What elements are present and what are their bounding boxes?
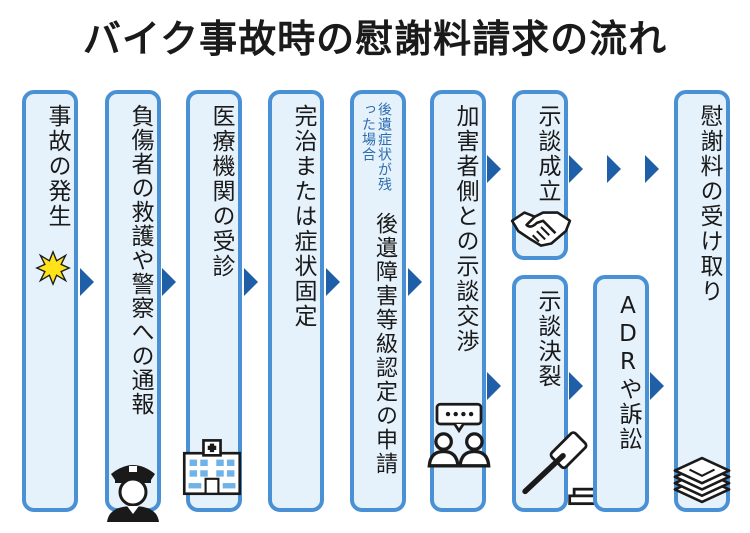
step-disability-note: 後遺症状が残った場合 (360, 102, 392, 192)
flow-arrow-4 (326, 268, 340, 296)
step-adr-lawsuit: ADRや訴訟 (593, 275, 649, 512)
flow-arrow-7a-3 (645, 155, 659, 183)
step-settlement-failed-label: 示談決裂 (534, 289, 560, 389)
step-receive-compensation-label: 慰謝料の受け取り (696, 104, 722, 304)
flow-arrow-7a-2 (607, 155, 621, 183)
step-settlement-failed: 示談決裂 (512, 275, 609, 512)
flow-arrow-1 (80, 268, 94, 296)
step-receive-compensation: 慰謝料の受け取り (673, 90, 731, 512)
step-disability-certification: 後遺症状が残った場合 後遺障害等級認定の申請 (350, 90, 406, 512)
flow-arrow-6a (487, 155, 501, 183)
step-accident-label: 事故の発生 (44, 104, 70, 229)
flow-arrow-7b (569, 372, 583, 400)
money-stack-icon (673, 456, 731, 504)
negotiation-icon (427, 402, 491, 468)
flow-arrow-2 (162, 268, 176, 296)
explosion-icon (35, 249, 71, 287)
step-recovery: 完治または症状固定 (268, 90, 324, 512)
flow-arrow-3 (244, 268, 258, 296)
step-disability-certification-label: 後遺障害等級認定の申請 (372, 212, 397, 476)
step-negotiation: 加害者側との示談交渉 (427, 90, 491, 512)
step-recovery-label: 完治または症状固定 (290, 104, 316, 329)
step-rescue-report-label: 負傷者の救護や警察への通報 (127, 104, 153, 416)
step-accident: 事故の発生 (22, 90, 78, 512)
handshake-icon (510, 211, 572, 247)
step-negotiation-label: 加害者側との示談交渉 (452, 104, 478, 354)
diagram-title: バイク事故時の慰謝料請求の流れ (82, 17, 668, 61)
step-hospital: 医療機関の受診 (182, 90, 242, 512)
step-settlement: 示談成立 (510, 90, 572, 260)
flow-arrow-6b (487, 372, 501, 400)
flow-arrow-8 (650, 372, 664, 400)
step-adr-lawsuit-label: ADRや訴訟 (615, 293, 641, 452)
flow-arrow-7a (569, 155, 583, 183)
step-rescue-report: 負傷者の救護や警察への通報 (105, 90, 161, 522)
police-officer-icon (107, 465, 159, 522)
step-hospital-label: 医療機関の受診 (208, 104, 234, 279)
hospital-icon (182, 439, 242, 496)
step-settlement-label: 示談成立 (534, 104, 560, 204)
flow-arrow-5 (408, 268, 422, 296)
